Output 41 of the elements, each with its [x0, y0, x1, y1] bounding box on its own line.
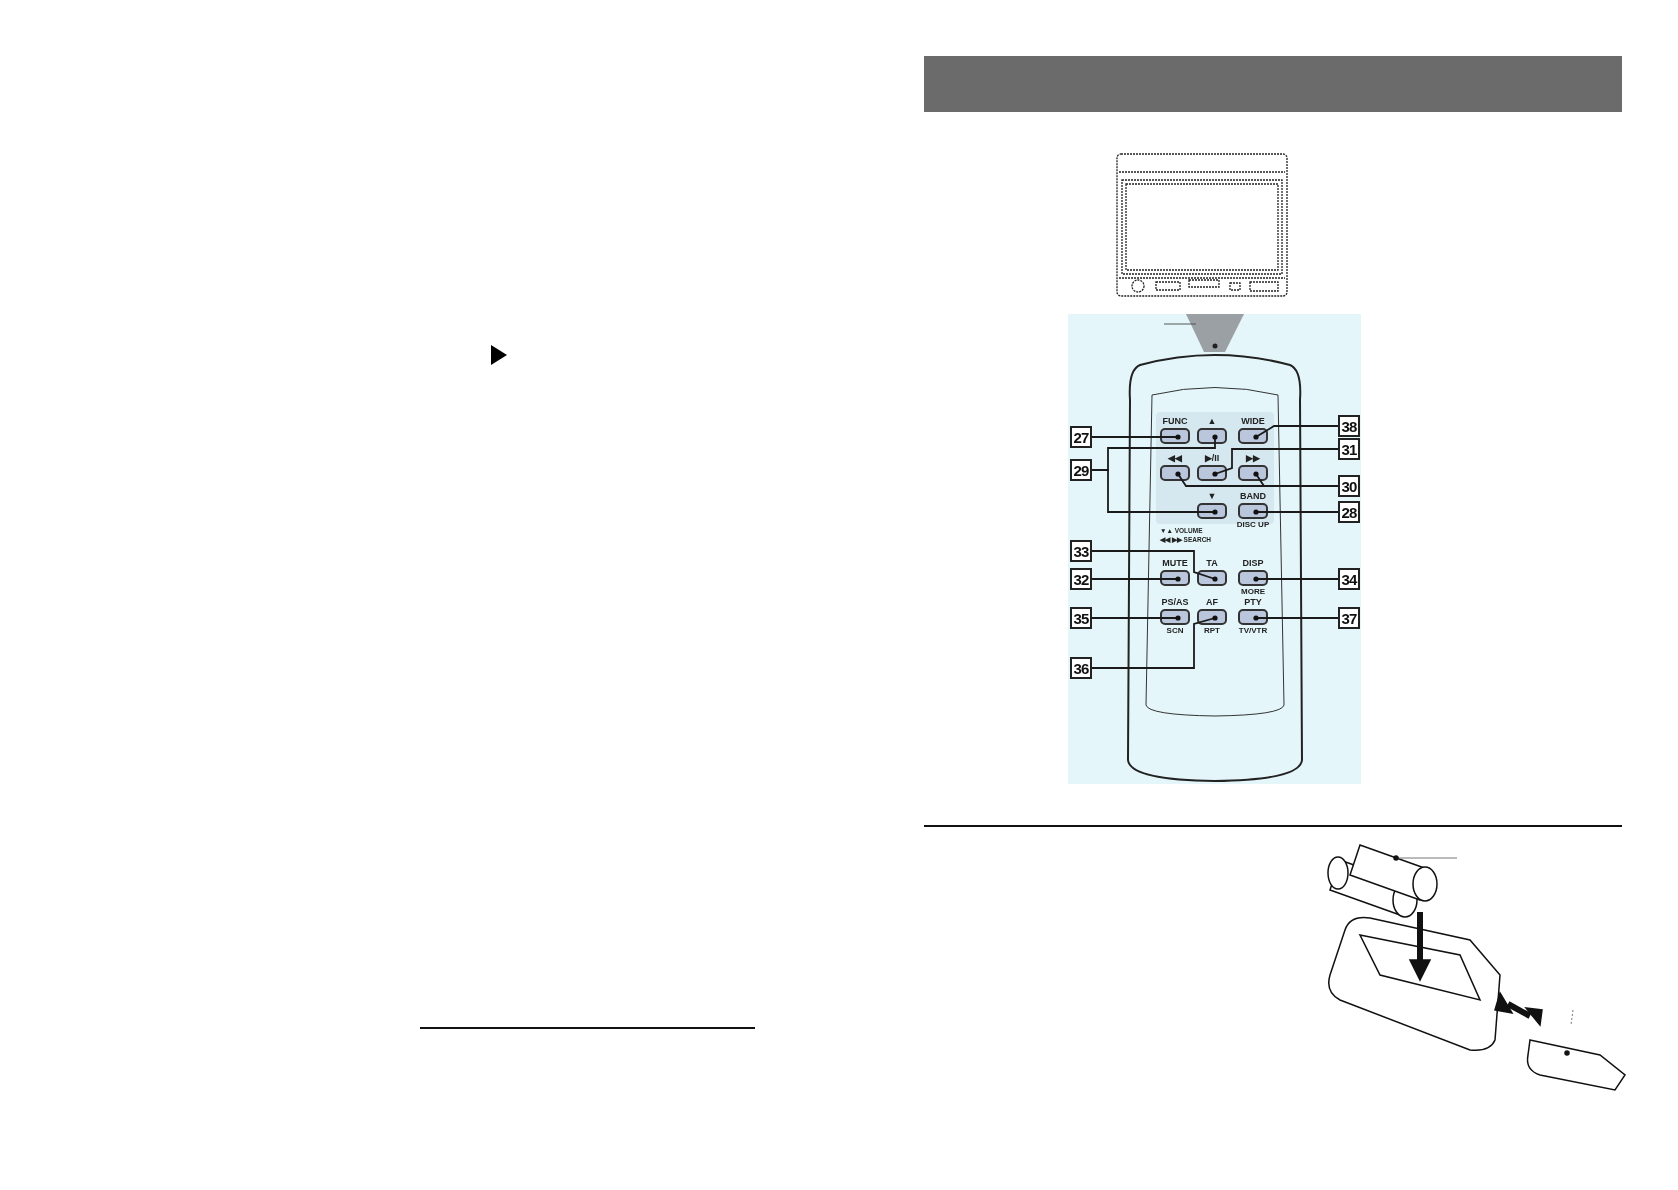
button-label: FUNC [1162, 415, 1188, 427]
callout-number: 28 [1338, 501, 1360, 523]
leader-line [1091, 576, 1181, 582]
leader-line [1091, 550, 1218, 582]
callout-number: 34 [1338, 568, 1360, 590]
button-label: AF [1206, 596, 1218, 608]
callout-number: 37 [1338, 607, 1360, 629]
button-label: ▼ [1207, 490, 1217, 502]
leader-line [1091, 434, 1181, 440]
leader-line [1091, 615, 1218, 669]
leader-line [1253, 425, 1339, 440]
leader-line [1091, 615, 1181, 621]
leader-line [1212, 448, 1339, 477]
callout-number: 32 [1070, 568, 1092, 590]
button-sublabel: SCN [1166, 626, 1184, 635]
callout-number: 31 [1338, 438, 1360, 460]
button-label: ▶/II [1204, 452, 1220, 464]
button-label: ▲ [1207, 415, 1217, 427]
callout-number: 35 [1070, 607, 1092, 629]
callout-number: 38 [1338, 415, 1360, 437]
button-label: DISP [1242, 557, 1264, 569]
button-sublabel: RPT [1204, 626, 1220, 635]
button-label: BAND [1240, 490, 1266, 502]
button-label: MUTE [1162, 557, 1188, 569]
callout-number: 33 [1070, 540, 1092, 562]
button-label: ◀◀ [1168, 452, 1182, 464]
leader-line [1253, 509, 1339, 515]
button-label: PS/AS [1161, 596, 1189, 608]
button-label: ▶▶ [1246, 452, 1260, 464]
callout-number: 29 [1070, 459, 1092, 481]
leader-line [1253, 576, 1339, 582]
button-sublabel: TV/VTR [1238, 626, 1268, 635]
callout-number: 30 [1338, 475, 1360, 497]
button-sublabel: DISC UP [1236, 520, 1270, 529]
leader-line [1253, 615, 1339, 621]
button-sublabel: MORE [1241, 587, 1265, 596]
callout-number: 27 [1070, 426, 1092, 448]
callout-number: 36 [1070, 657, 1092, 679]
button-label: PTY [1244, 596, 1262, 608]
button-label: TA [1206, 557, 1218, 569]
button-label: WIDE [1241, 415, 1265, 427]
